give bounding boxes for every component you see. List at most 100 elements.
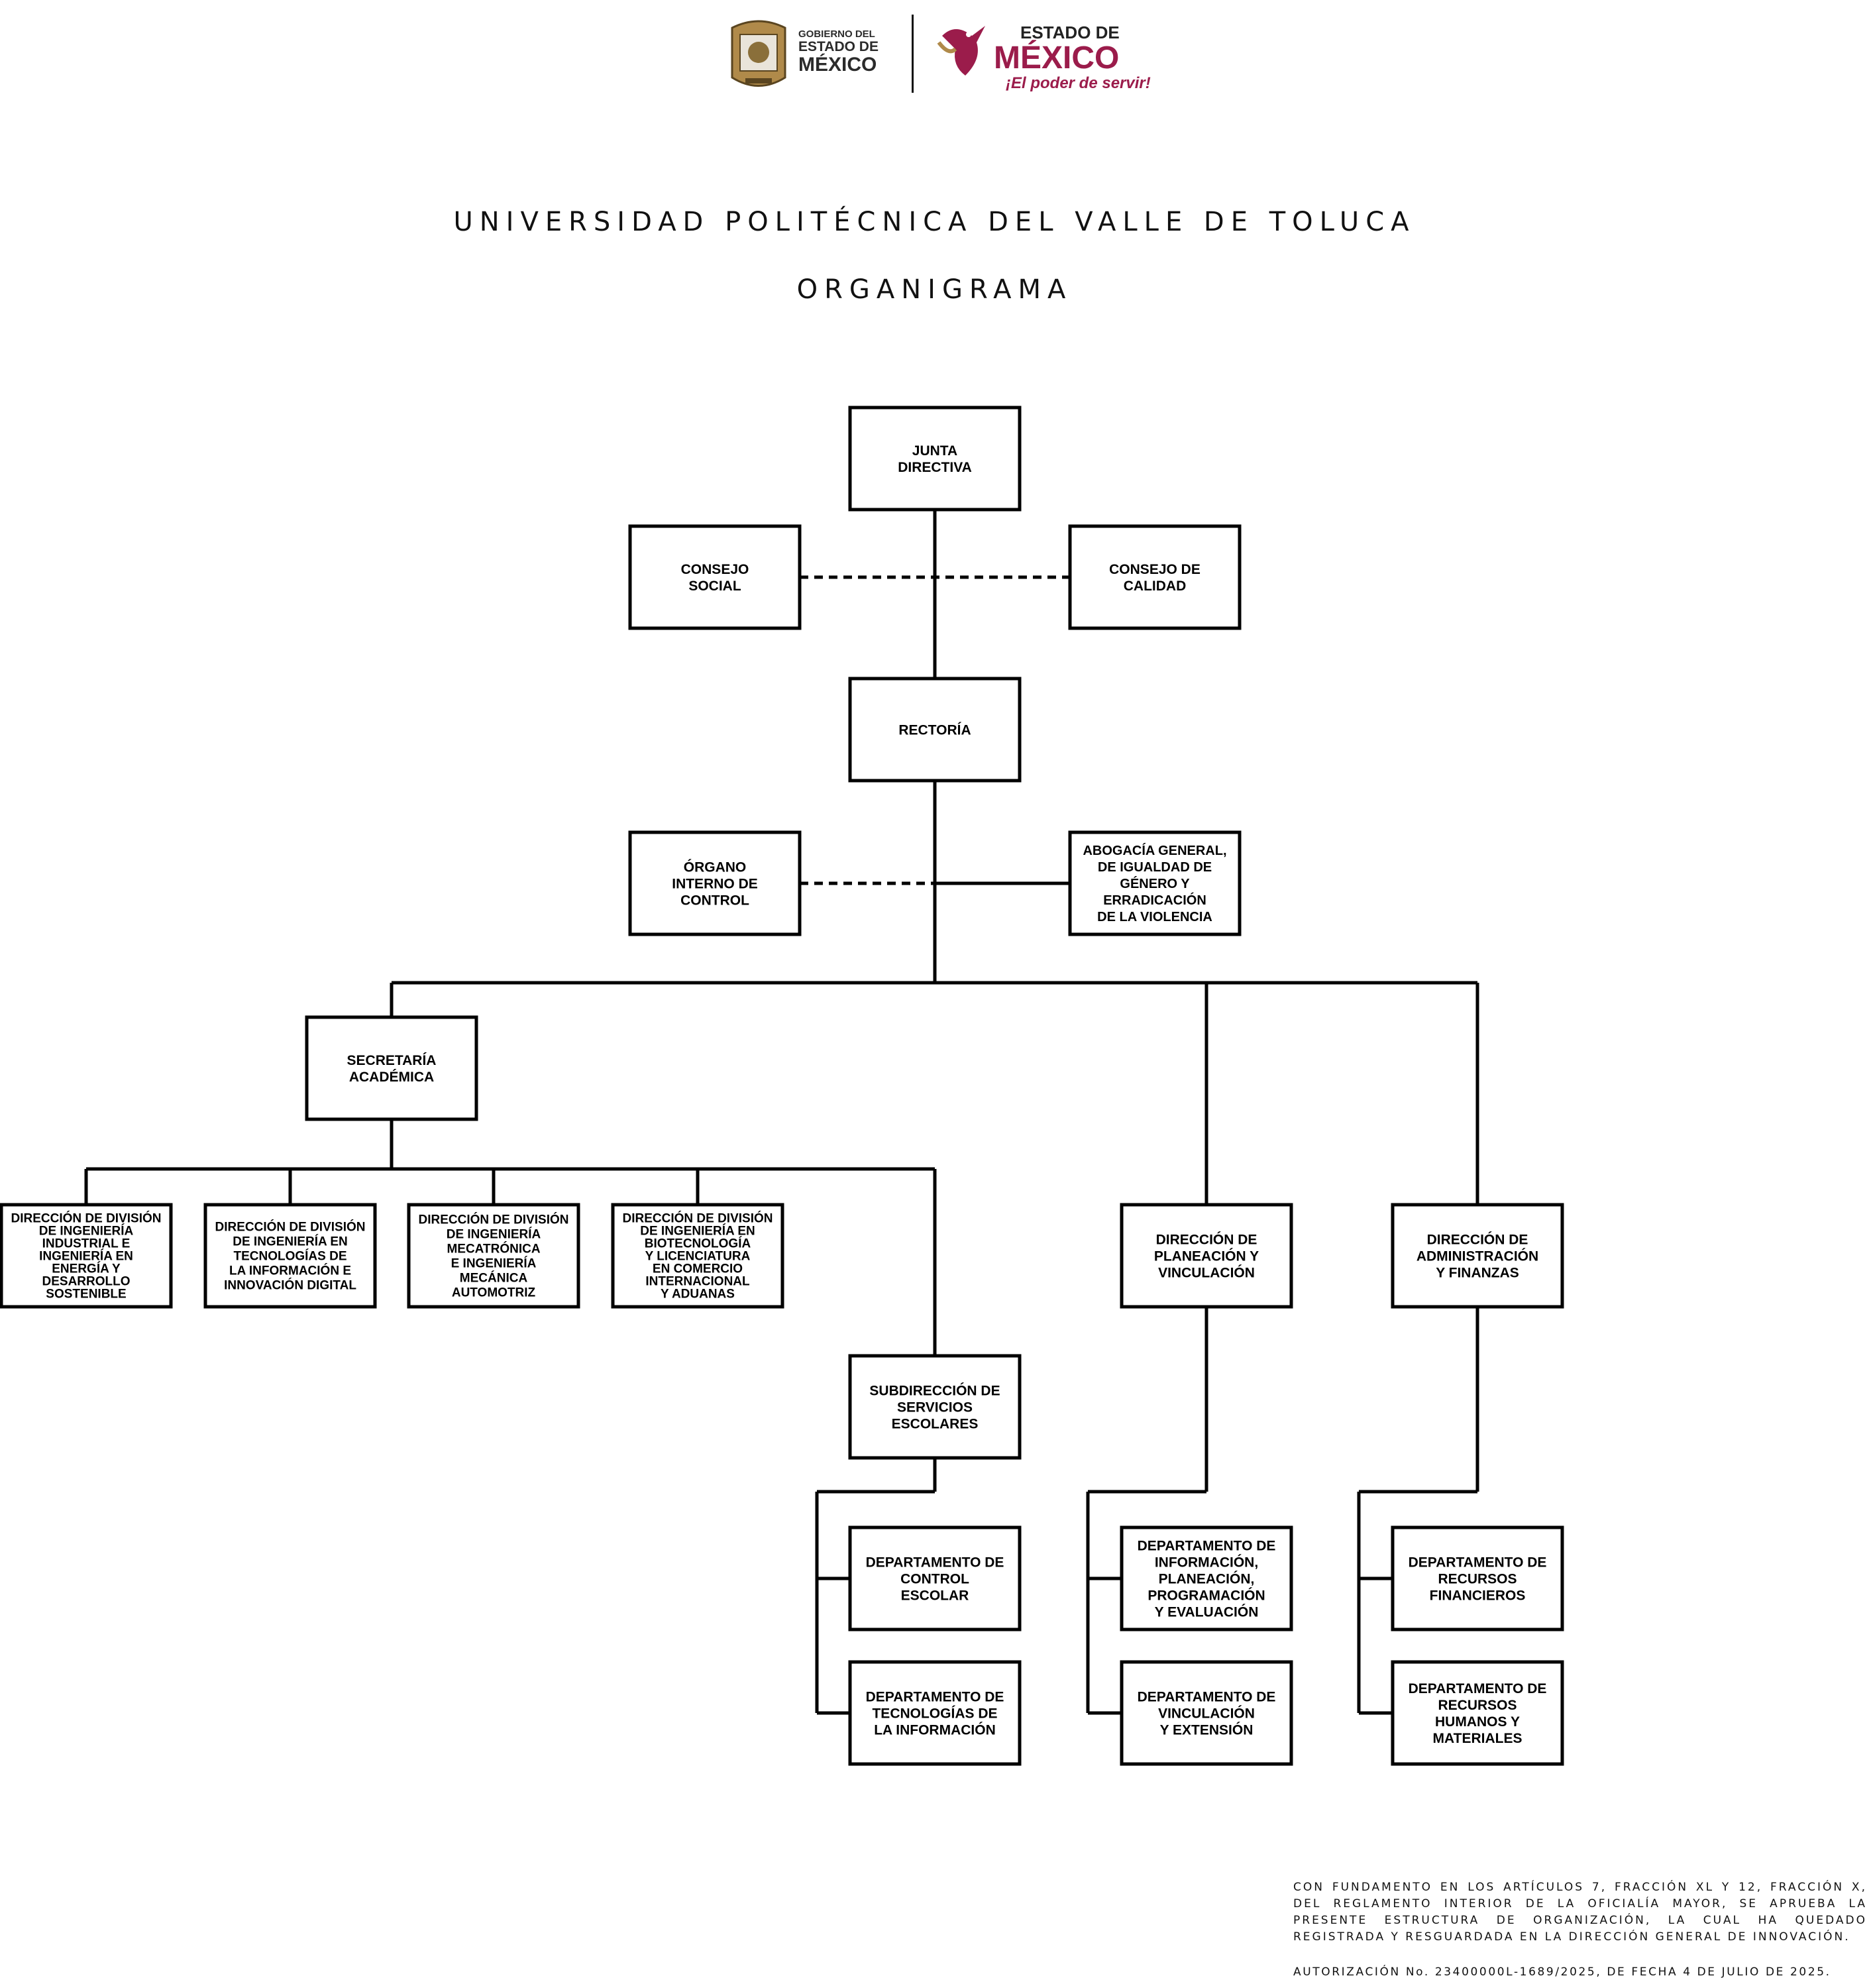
org-box-frame — [848, 1354, 1022, 1460]
org-box-rectoria: RECTORÍA — [848, 677, 1022, 783]
org-box-frame — [628, 830, 802, 936]
org-box-label-line: CONTROL — [680, 893, 749, 908]
org-box-label-line: VINCULACIÓN — [1158, 1264, 1255, 1280]
org-box-label-line: ENERGÍA Y — [52, 1262, 121, 1276]
org-box-label-line: DIRECCIÓN DE DIVISIÓN — [11, 1211, 162, 1226]
page-subtitle: ORGANIGRAMA — [796, 274, 1073, 305]
hummingbird-icon — [937, 26, 985, 76]
org-box-label-line: Y ADUANAS — [661, 1288, 735, 1301]
org-box-label-line: ERRADICACIÓN — [1103, 892, 1206, 908]
org-box-label-line: INTERNACIONAL — [645, 1275, 750, 1289]
org-box-label-line: ACADÉMICA — [349, 1070, 434, 1085]
org-box-label-line: DEPARTAMENTO DE — [1138, 1538, 1276, 1553]
org-box-frame — [1068, 830, 1242, 936]
org-box-label-line: DIRECTIVA — [898, 460, 972, 475]
org-box-label-line: Y LICENCIATURA — [645, 1250, 751, 1264]
org-box-label-line: INTERNO DE — [672, 876, 758, 891]
org-box-label-line: SERVICIOS — [897, 1400, 973, 1415]
edo-slogan: ¡El poder de servir! — [1006, 74, 1151, 92]
org-box-frame — [848, 1660, 1022, 1766]
org-box-label-line: EN COMERCIO — [653, 1262, 743, 1276]
org-box-label-line: DESARROLLO — [42, 1275, 131, 1289]
org-box-label-line: TECNOLOGÍAS DE — [233, 1249, 347, 1264]
logo-divider — [912, 15, 914, 93]
org-box-label-line: CONSEJO DE — [1109, 562, 1201, 577]
org-box-label-line: DIRECCIÓN DE DIVISIÓN — [215, 1220, 366, 1235]
gobierno-logo-text: GOBIERNO DEL ESTADO DE MÉXICO — [798, 29, 879, 75]
org-box-label-line: Y EVALUACIÓN — [1155, 1604, 1259, 1620]
org-box-label-line: ESCOLARES — [892, 1416, 979, 1431]
org-box-label-line: GÉNERO Y — [1120, 876, 1190, 891]
gob-line3: MÉXICO — [798, 53, 877, 76]
org-box-label-line: DEPARTAMENTO DE — [866, 1689, 1004, 1704]
coat-of-arms-icon — [731, 20, 786, 87]
estado-mexico-brand-logo: ESTADO DE MÉXICO ¡El poder de servir! — [935, 12, 1154, 98]
org-box-frame — [848, 406, 1022, 512]
org-box-label-line: DE INGENIERÍA — [447, 1227, 541, 1242]
org-box-label-line: ÓRGANO — [684, 859, 747, 875]
org-box-label-line: DE LA VIOLENCIA — [1097, 910, 1212, 924]
approval-footnote: CON FUNDAMENTO EN LOS ARTÍCULOS 7, FRACC… — [1293, 1881, 1867, 1944]
org-box-label-line: INNOVACIÓN DIGITAL — [224, 1278, 356, 1293]
org-box-label-line: INFORMACIÓN, — [1155, 1554, 1258, 1570]
org-box-frame — [1068, 524, 1242, 630]
org-box-label-line: DIRECCIÓN DE — [1427, 1231, 1528, 1247]
org-box-label-line: TECNOLOGÍAS DE — [872, 1706, 997, 1721]
org-box-label-line: DEPARTAMENTO DE — [1409, 1681, 1547, 1696]
org-box-frame — [203, 1203, 377, 1309]
org-box-label-line: INDUSTRIAL E — [42, 1237, 131, 1251]
gob-line1: GOBIERNO DEL — [798, 28, 875, 40]
org-box-label-line: RECURSOS — [1438, 1571, 1517, 1586]
org-box-label-line: VINCULACIÓN — [1158, 1705, 1255, 1721]
page-title: UNIVERSIDAD POLITÉCNICA DEL VALLE DE TOL… — [453, 207, 1416, 237]
org-box-label-line: DIRECCIÓN DE DIVISIÓN — [623, 1211, 773, 1226]
edo-line1: ESTADO DE — [1020, 23, 1120, 42]
org-box-label-line: RECTORÍA — [898, 722, 971, 738]
org-box-label-line: SUBDIRECCIÓN DE — [869, 1382, 1000, 1398]
org-box-label-line: DE IGUALDAD DE — [1098, 860, 1212, 875]
org-box-label-line: DE INGENIERÍA EN — [640, 1224, 755, 1239]
org-box-label-line: DEPARTAMENTO DE — [1138, 1689, 1276, 1704]
authorization-number: AUTORIZACIÓN No. 23400000L-1689/2025, DE… — [1293, 1965, 1831, 1979]
org-box-label-line: PLANEACIÓN, — [1159, 1571, 1255, 1586]
org-box-frame — [1391, 1203, 1564, 1309]
org-box-label-line: INGENIERÍA EN — [39, 1249, 133, 1264]
org-box-frame — [1120, 1660, 1293, 1766]
org-box-label-line: BIOTECNOLOGÍA — [645, 1237, 751, 1251]
org-box-label-line: CONTROL — [900, 1571, 969, 1586]
org-box-label-line: ABOGACÍA GENERAL, — [1083, 843, 1226, 858]
org-box-label-line: ESCOLAR — [901, 1588, 969, 1603]
org-box-frame — [407, 1203, 580, 1309]
connector-lines — [84, 510, 1479, 1715]
org-box-frame — [1391, 1660, 1564, 1766]
org-box-label-line: DE INGENIERÍA EN — [233, 1235, 348, 1249]
org-box-frame — [611, 1203, 784, 1309]
org-box-frame — [848, 1525, 1022, 1631]
org-box-label-line: PLANEACIÓN Y — [1154, 1248, 1259, 1264]
estado-logo-text: ESTADO DE MÉXICO ¡El poder de servir! — [994, 24, 1151, 91]
org-box-label-line: AUTOMOTRIZ — [452, 1286, 536, 1300]
org-box-label-line: MECÁNICA — [460, 1271, 528, 1286]
org-box-label-line: LA INFORMACIÓN — [874, 1722, 996, 1738]
org-box-frame — [305, 1015, 478, 1121]
edo-line2: MÉXICO — [994, 40, 1120, 76]
org-box-dep-info: DEPARTAMENTO DEINFORMACIÓN,PLANEACIÓN,PR… — [1120, 1525, 1293, 1631]
org-box-label-line: DE INGENIERÍA — [39, 1224, 134, 1239]
org-box-frame — [0, 1203, 173, 1309]
org-box-frame — [628, 524, 802, 630]
org-box-label-line: MATERIALES — [1433, 1731, 1522, 1746]
